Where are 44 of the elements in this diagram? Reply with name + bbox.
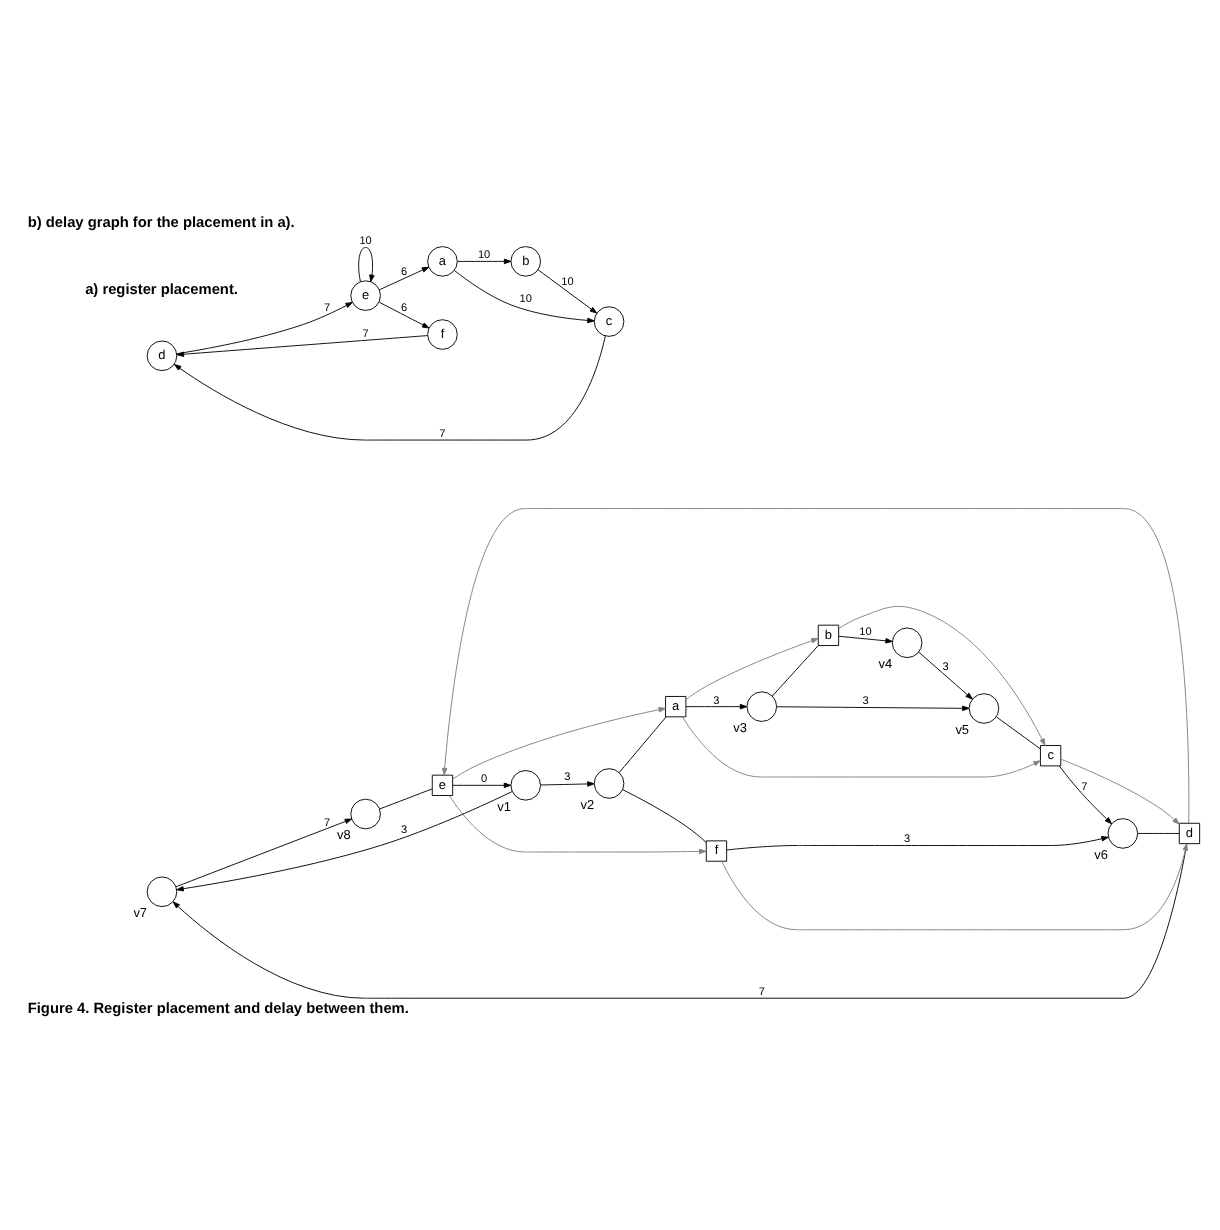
connector (618, 716, 667, 773)
arrow (540, 781, 595, 787)
connector (996, 716, 1041, 750)
arrow (378, 301, 430, 329)
connector (379, 788, 433, 810)
arrow (1060, 758, 1180, 825)
arrow (453, 269, 595, 324)
arrow (176, 791, 513, 892)
arrow (918, 651, 973, 700)
node-circle (746, 691, 778, 722)
node-circle (891, 627, 923, 659)
arrow (838, 605, 1046, 746)
connector (1137, 833, 1180, 834)
arrow (726, 836, 1109, 851)
arrow (441, 508, 1190, 824)
connector (622, 789, 707, 843)
arrow (175, 818, 353, 888)
arrow (537, 269, 598, 314)
connector (771, 645, 819, 697)
arrow (176, 301, 353, 355)
node-circle (968, 693, 1000, 724)
label: b) delay graph for the placement in a). (27, 212, 295, 231)
arrow (838, 635, 893, 644)
arrow (449, 795, 707, 855)
node-circle (1107, 818, 1139, 849)
node-circle (510, 770, 542, 801)
arrow (452, 782, 512, 789)
arrow (682, 716, 1041, 778)
arrow (172, 843, 1188, 999)
node-circle (593, 768, 625, 799)
arrow (176, 335, 428, 357)
label: a) register placement. (85, 279, 238, 298)
arrow (378, 266, 430, 291)
arrow (685, 638, 819, 700)
arrow (721, 843, 1188, 931)
arrow (685, 703, 748, 710)
arrow (776, 705, 970, 712)
arrow (457, 258, 512, 265)
caption: Figure 4. Register placement and delay between them. (27, 998, 409, 1017)
node-circle (350, 798, 381, 830)
arrow (358, 247, 375, 283)
arrow (452, 707, 666, 780)
arrow (174, 335, 606, 441)
arrow (1058, 765, 1112, 825)
